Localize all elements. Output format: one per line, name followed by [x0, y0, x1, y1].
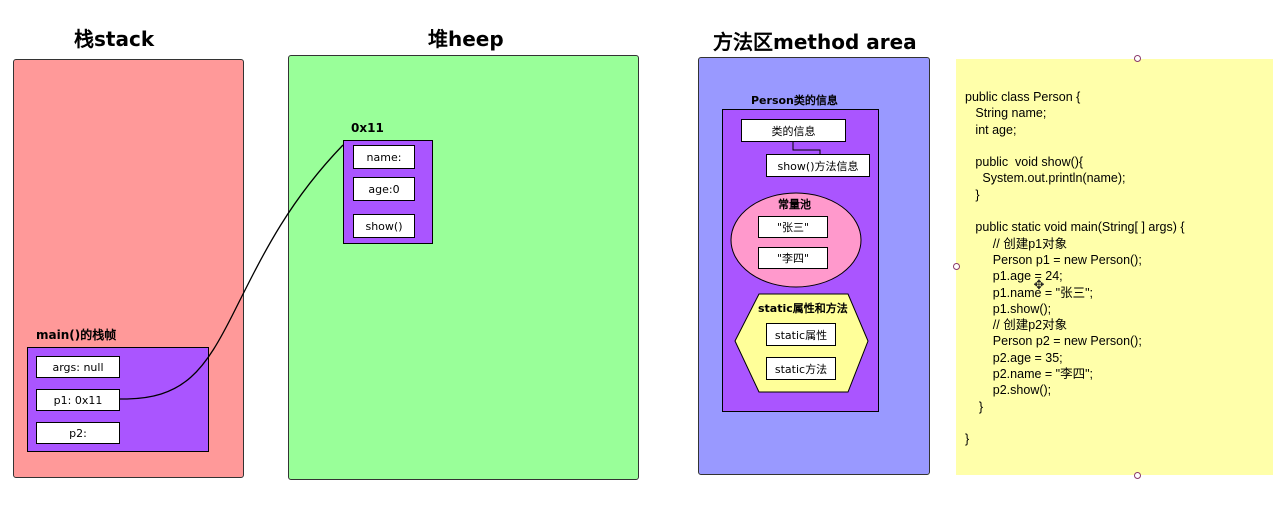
stack-var-args: args: null [36, 356, 120, 378]
note-resize-handle-top[interactable] [1134, 55, 1141, 62]
code-line: p1.show(); [965, 301, 1052, 316]
code-line: Person p2 = new Person(); [965, 334, 1142, 349]
heap-field-age: age:0 [353, 177, 415, 201]
static-property-box: static属性 [766, 323, 836, 346]
code-line: System.out.println(name); [965, 171, 1126, 186]
heap-object-address: 0x11 [351, 121, 384, 135]
stack-var-p1: p1: 0x11 [36, 389, 120, 411]
note-resize-handle-bottom[interactable] [1134, 472, 1141, 479]
class-info-box: 类的信息 [741, 119, 846, 142]
code-line: // 创建p2对象 [965, 318, 1068, 333]
code-line: public static void main(String[ ] args) … [965, 220, 1185, 235]
class-method-connector [792, 142, 821, 154]
stack-var-p2: p2: [36, 422, 120, 444]
code-line: // 创建p1对象 [965, 236, 1068, 251]
constant-pool-label: 常量池 [778, 198, 811, 211]
constant-pool-item-lisi: "李四" [758, 247, 828, 269]
main-frame-label: main()的栈帧 [36, 328, 117, 342]
constant-pool-item-zhangsan: "张三" [758, 216, 828, 238]
static-method-box: static方法 [766, 357, 836, 380]
code-line: p2.name = "李四"; [965, 367, 1094, 382]
java-code-block: public class Person { String name; int a… [965, 89, 1185, 448]
method-area-title: 方法区method area [713, 30, 917, 54]
code-line: public void show(){ [965, 155, 1084, 170]
code-line: p1.name = "张三"; [965, 285, 1094, 300]
code-line: p1.age = 24; [965, 269, 1063, 284]
code-line: } [965, 399, 984, 414]
code-line: public class Person { [965, 90, 1081, 104]
heap-field-name: name: [353, 145, 415, 169]
stack-title: 栈stack [74, 27, 155, 51]
code-line: p2.age = 35; [965, 350, 1063, 365]
note-resize-handle-left[interactable] [953, 263, 960, 270]
code-line: p2.show(); [965, 383, 1052, 398]
code-line: } [965, 432, 970, 447]
code-line: int age; [965, 122, 1017, 137]
show-method-info-box: show()方法信息 [766, 154, 870, 177]
person-class-label: Person类的信息 [751, 94, 838, 107]
heap-area [288, 55, 639, 480]
heap-title: 堆heep [428, 27, 504, 51]
p1-reference-curve [119, 144, 344, 400]
code-line: String name; [965, 106, 1047, 121]
code-note[interactable] [956, 59, 1273, 475]
move-cursor-icon: ✥ [1033, 278, 1045, 293]
static-label: static属性和方法 [758, 302, 848, 315]
heap-field-show: show() [353, 214, 415, 238]
code-line: } [965, 187, 980, 202]
code-line: Person p1 = new Person(); [965, 252, 1142, 267]
